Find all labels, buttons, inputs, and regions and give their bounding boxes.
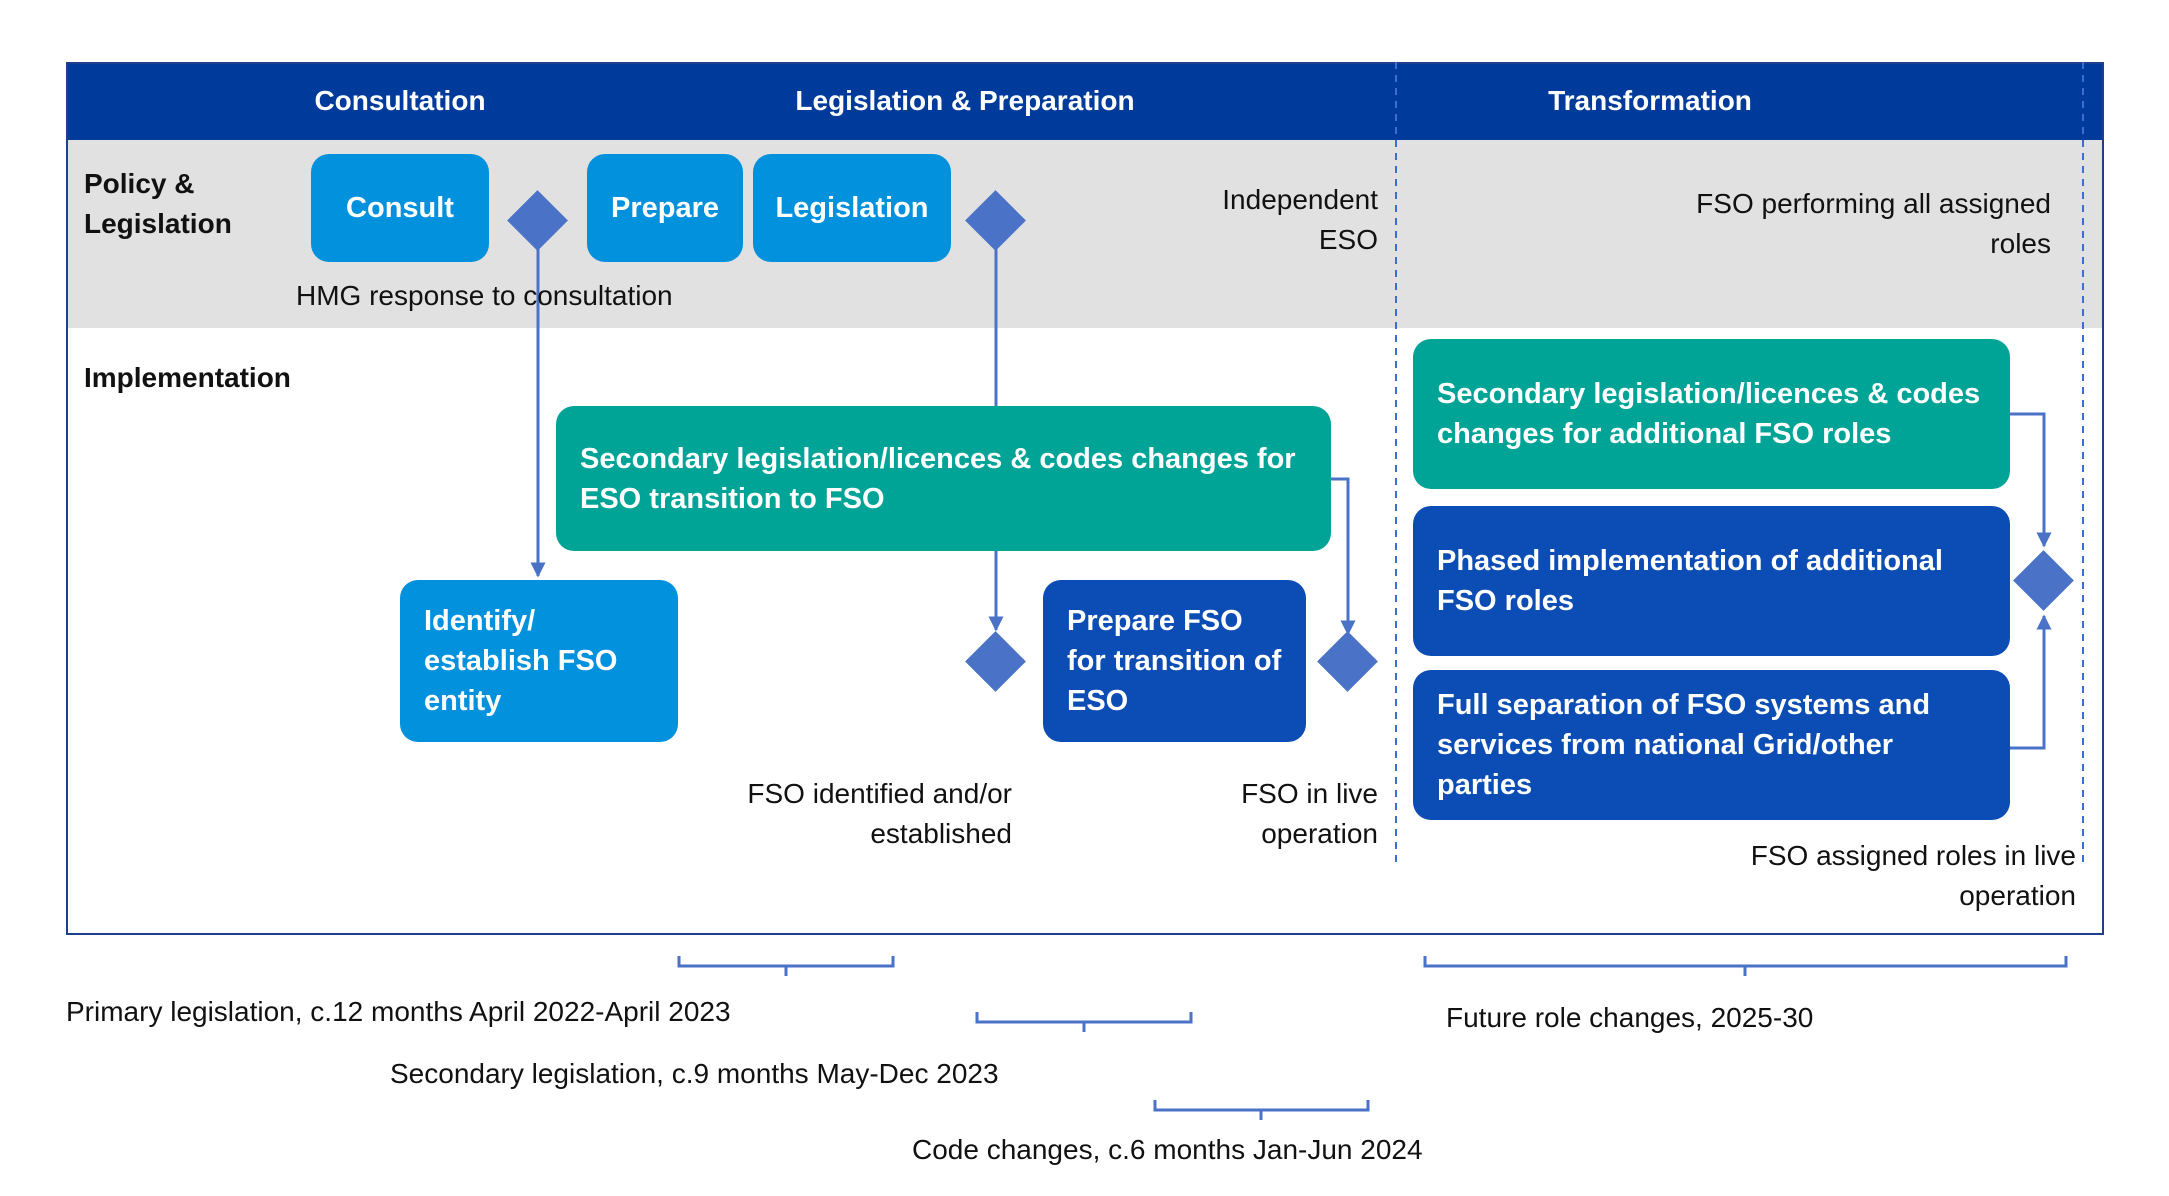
phased-implementation-box: Phased implementation of additional FSO …: [1413, 506, 2010, 656]
phase-transformation: Transformation: [1548, 85, 1752, 116]
timeline-secondary-legislation: Secondary legislation, c.9 months May-De…: [390, 1058, 999, 1089]
identify-fso-box: Identify/ establish FSO entity: [400, 580, 678, 742]
prepare-fso-box: Prepare FSO for transition of ESO: [1043, 580, 1306, 742]
timeline-primary-legislation: Primary legislation, c.12 months April 2…: [66, 996, 731, 1027]
hmg-response-note: HMG response to consultation: [296, 280, 673, 311]
row-label-policy: Policy & Legislation: [84, 168, 232, 239]
legislation-box: Legislation: [753, 154, 951, 262]
secondary-legislation-eso-box: Secondary legislation/licences & codes c…: [556, 406, 1331, 551]
fso-identified-note: FSO identified and/or established: [747, 778, 1012, 849]
row-label-implementation: Implementation: [84, 362, 291, 393]
phase-legislation-preparation: Legislation & Preparation: [795, 85, 1135, 116]
fso-live-note: FSO in live operation: [1241, 778, 1378, 849]
timeline-code-changes: Code changes, c.6 months Jan-Jun 2024: [912, 1134, 1423, 1165]
secondary-legislation-additional-box: Secondary legislation/licences & codes c…: [1413, 339, 2010, 489]
fso-performing-note: FSO performing all assigned roles: [1696, 188, 2051, 259]
timeline-future-role-changes: Future role changes, 2025-30: [1446, 1002, 1814, 1033]
consult-box: Consult: [311, 154, 489, 262]
fso-assigned-live-note: FSO assigned roles in live operation: [1750, 840, 2076, 911]
phase-consultation: Consultation: [314, 85, 486, 116]
diagram-frame: [66, 62, 2104, 935]
prepare-box: Prepare: [587, 154, 743, 262]
phase-header: [66, 62, 2104, 140]
independent-eso-note: Independent ESO: [1222, 184, 1378, 255]
full-separation-box: Full separation of FSO systems and servi…: [1413, 670, 2010, 820]
